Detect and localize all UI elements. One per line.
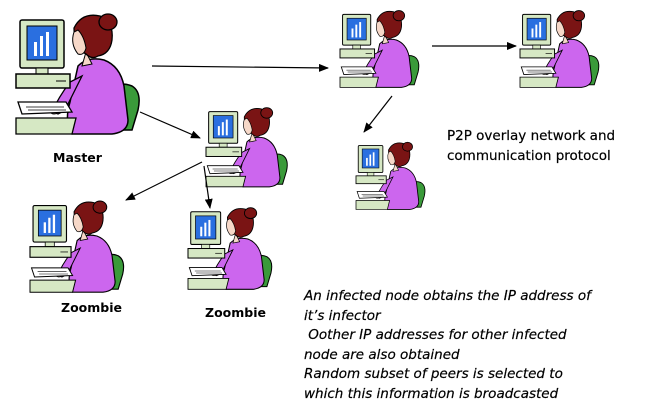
arrow-center-to-zoombie-right — [203, 165, 213, 209]
node-zoombie-left — [29, 200, 125, 293]
master-label: Master — [53, 150, 102, 165]
info-line-3: Oother IP addresses for other infected — [304, 327, 567, 343]
p2p-caption-line-1: P2P overlay network and — [447, 128, 616, 144]
node-p2p-peer — [355, 141, 426, 210]
arrow-master-to-center — [139, 111, 201, 139]
person-at-computer-icon — [29, 200, 125, 293]
person-at-computer-icon — [339, 10, 420, 88]
node-top-middle — [339, 10, 420, 88]
info-line-1: An infected node obtains the IP address … — [304, 288, 591, 304]
zoombie-label-left: Zoombie — [61, 300, 122, 315]
node-top-right — [519, 10, 600, 88]
arrow-center-to-zoombie-left — [125, 161, 203, 201]
person-at-computer-icon — [519, 10, 600, 88]
node-center — [205, 107, 288, 188]
p2p-caption-line-2: communication protocol — [447, 148, 611, 164]
person-at-computer-icon — [15, 13, 140, 135]
zoombie-label-right: Zoombie — [205, 305, 266, 320]
p2p-caption: P2P overlay network and communication pr… — [447, 126, 615, 166]
person-at-computer-icon — [205, 107, 288, 188]
person-at-computer-icon — [355, 141, 426, 210]
infection-info-text: An infected node obtains the IP address … — [304, 287, 591, 404]
person-at-computer-icon — [187, 207, 273, 290]
node-zoombie-right — [187, 207, 273, 290]
info-line-4: node are also obtained — [304, 346, 460, 363]
info-line-2: it’s infector — [304, 307, 381, 324]
info-line-5: Random subset of peers is selected to — [304, 366, 563, 382]
info-line-6: which this information is broadcasted — [304, 385, 559, 402]
arrow-top-middle-to-peer — [363, 95, 393, 133]
arrow-master-to-top-middle — [151, 63, 329, 72]
node-master — [15, 13, 140, 135]
